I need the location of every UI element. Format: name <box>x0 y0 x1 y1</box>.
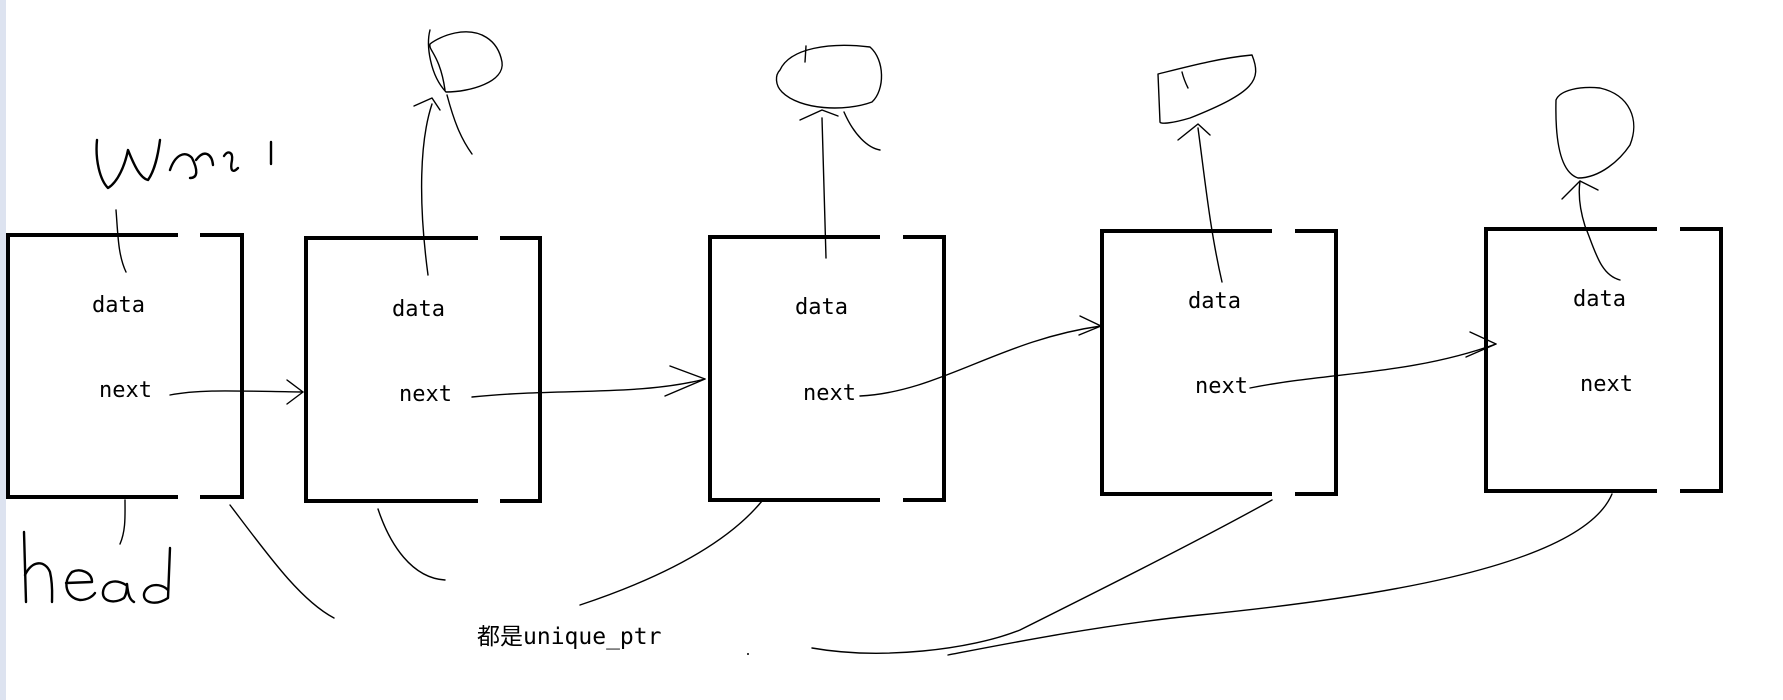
node-3-data-label: data <box>795 295 848 320</box>
node-4-data-label: data <box>1188 289 1241 314</box>
node-5-next-label: next <box>1580 372 1633 397</box>
data-object-3-icon <box>775 44 883 109</box>
stray-dot <box>747 653 749 655</box>
node-3-next-label: next <box>803 381 856 406</box>
data-object-4-icon <box>1157 54 1257 124</box>
node-4: data next <box>1100 229 1338 496</box>
next-arrow-3-to-4 <box>859 315 1102 397</box>
unique-ptr-caption: 都是unique_ptr <box>477 624 661 650</box>
data-pointer-3 <box>799 109 881 259</box>
node-3: data next <box>708 235 946 502</box>
node-1-data-label: data <box>92 293 145 318</box>
next-arrow-2-to-3 <box>471 365 706 398</box>
left-edge-strip <box>0 0 6 700</box>
data-pointer-5 <box>1561 180 1621 281</box>
data-pointer-2 <box>413 94 473 276</box>
data-pointer-4 <box>1177 123 1223 283</box>
unique-ptr-curves <box>229 493 1613 656</box>
next-arrow-4-to-5 <box>1249 331 1497 389</box>
node-5-data-label: data <box>1573 287 1626 312</box>
handwritten-top-label: null <box>95 138 273 273</box>
node-1-next-label: next <box>99 378 152 403</box>
next-arrow-1-to-2 <box>169 379 304 405</box>
node-2-data-label: data <box>392 297 445 322</box>
node-2: data next <box>304 236 542 503</box>
node-2-next-label: next <box>399 382 452 407</box>
data-object-5-icon <box>1555 86 1635 179</box>
node-4-next-label: next <box>1195 374 1248 399</box>
node-5: data next <box>1484 227 1723 493</box>
node-1: data next <box>6 233 244 499</box>
handwritten-bottom-label: head <box>22 499 172 604</box>
data-object-2-icon <box>427 29 503 93</box>
